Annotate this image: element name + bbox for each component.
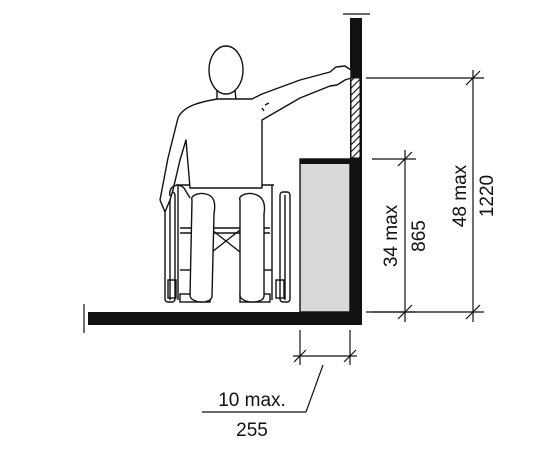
person-right-leg [239,192,266,303]
counter [299,158,351,313]
reach-height-metric: 1220 [477,175,498,217]
reach-height-imperial: 48 max [450,164,471,227]
counter-depth-metric: 255 [236,420,268,441]
dim-reach-height [366,70,484,322]
person-head [208,45,244,95]
counter-height-imperial: 34 max [381,204,402,267]
floor [83,304,358,333]
wheelchair [164,184,291,303]
reach-target-hatch [350,77,361,159]
person [159,45,352,303]
counter-depth-imperial: 10 max. [218,390,286,411]
counter-height-metric: 865 [409,220,430,252]
person-left-leg [189,192,216,303]
dim-counter-depth [202,330,357,413]
